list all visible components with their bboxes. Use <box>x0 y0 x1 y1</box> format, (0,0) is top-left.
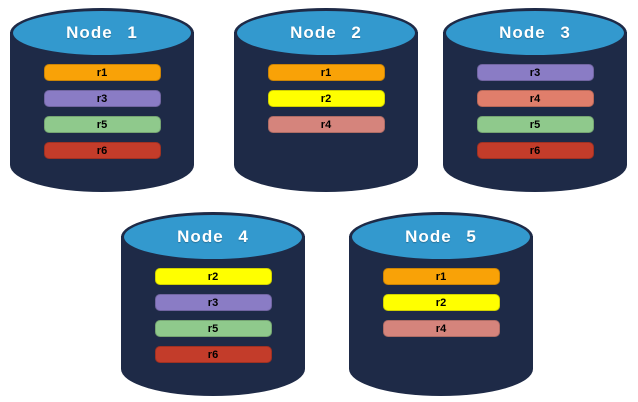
cylinder-top: Node 1 <box>10 8 194 58</box>
cylinder-top: Node 5 <box>349 212 533 262</box>
cylinder-top: Node 4 <box>121 212 305 262</box>
replica-bar-r3: r3 <box>43 90 161 107</box>
replica-bar-r2: r2 <box>382 294 500 311</box>
node-title: Node 3 <box>499 23 571 42</box>
node-title: Node 1 <box>66 23 138 42</box>
node-title: Node 2 <box>290 23 362 42</box>
node-3-cylinder: Node 3 r3 r4 r5 r6 <box>443 8 627 192</box>
node-2-cylinder: Node 2 r1 r2 r4 <box>234 8 418 192</box>
cylinder-top: Node 2 <box>234 8 418 58</box>
replica-list: r1 r2 r4 <box>349 268 533 346</box>
cylinder-body <box>234 32 418 192</box>
replica-list: r2 r3 r5 r6 <box>121 268 305 372</box>
replica-bar-r4: r4 <box>267 116 385 133</box>
replica-bar-r4: r4 <box>382 320 500 337</box>
node-5-cylinder: Node 5 r1 r2 r4 <box>349 212 533 396</box>
cylinder-body <box>121 236 305 396</box>
replica-list: r1 r3 r5 r6 <box>10 64 194 168</box>
cylinder-top: Node 3 <box>443 8 627 58</box>
cylinder-body <box>10 32 194 192</box>
replica-bar-r5: r5 <box>43 116 161 133</box>
node-title: Node 5 <box>405 227 477 246</box>
replica-bar-r4: r4 <box>476 90 594 107</box>
replica-bar-r6: r6 <box>43 142 161 159</box>
replica-bar-r2: r2 <box>267 90 385 107</box>
cylinder-body <box>443 32 627 192</box>
replica-bar-r2: r2 <box>154 268 272 285</box>
replica-bar-r3: r3 <box>154 294 272 311</box>
replica-bar-r5: r5 <box>154 320 272 337</box>
replica-bar-r5: r5 <box>476 116 594 133</box>
node-title: Node 4 <box>177 227 249 246</box>
cylinder-body <box>349 236 533 396</box>
replica-bar-r1: r1 <box>267 64 385 81</box>
node-4-cylinder: Node 4 r2 r3 r5 r6 <box>121 212 305 396</box>
replica-bar-r3: r3 <box>476 64 594 81</box>
replica-list: r3 r4 r5 r6 <box>443 64 627 168</box>
replica-bar-r6: r6 <box>476 142 594 159</box>
replica-bar-r1: r1 <box>382 268 500 285</box>
node-1-cylinder: Node 1 r1 r3 r5 r6 <box>10 8 194 192</box>
replica-bar-r6: r6 <box>154 346 272 363</box>
replica-list: r1 r2 r4 <box>234 64 418 142</box>
replica-bar-r1: r1 <box>43 64 161 81</box>
